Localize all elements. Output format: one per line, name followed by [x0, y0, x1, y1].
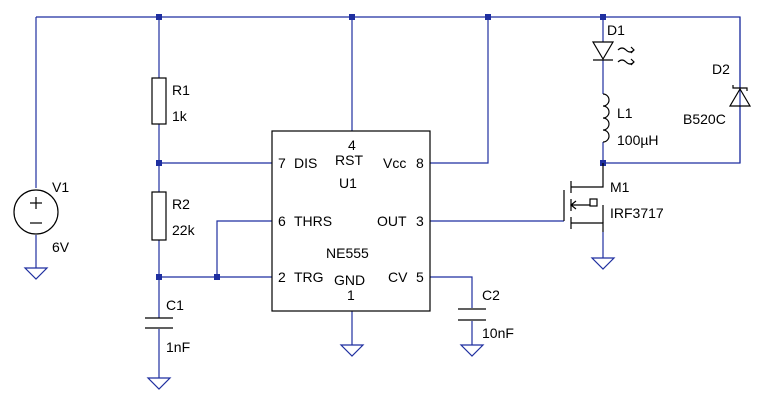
- r2-name-label: R2: [172, 196, 190, 212]
- u1-pin3-number: 3: [416, 213, 424, 229]
- u1-pin1-number: 1: [347, 287, 355, 303]
- u1-trg-label: TRG: [294, 269, 324, 285]
- u1-pin7-number: 7: [278, 155, 286, 171]
- v1-name-label: V1: [52, 179, 69, 195]
- m1-drain: [571, 163, 604, 188]
- ground-icon: [23, 267, 49, 280]
- d1-triangle: [591, 41, 615, 61]
- d2-cathode-bar: [732, 85, 748, 91]
- c1-value-label: 1nF: [166, 339, 190, 355]
- junction-dot: [156, 160, 162, 166]
- wires: [35, 16, 741, 378]
- u1-gnd-label: GND: [334, 272, 365, 288]
- r1-name-label: R1: [172, 82, 190, 98]
- ground-icon: [459, 344, 485, 357]
- u1-name-label: U1: [339, 175, 357, 191]
- u1-pin8-number: 8: [416, 155, 424, 171]
- u1-cv-label: CV: [388, 269, 408, 285]
- l1-inductor: L1 100µH: [602, 93, 659, 148]
- ground-icon: [146, 377, 172, 390]
- u1-pin2-number: 2: [278, 269, 286, 285]
- m1-diode-box: [589, 198, 598, 207]
- junction-dot: [485, 14, 491, 20]
- r1-body: [151, 77, 167, 125]
- v1-value-label: 6V: [52, 239, 70, 255]
- d2-part-label: B520C: [683, 111, 726, 127]
- m1-mosfet: M1 IRF3717: [563, 163, 664, 232]
- v1-body: [13, 189, 59, 235]
- c1-capacitor: C1 1nF: [145, 297, 190, 355]
- c2-name-label: C2: [482, 287, 500, 303]
- u1-part-label: NE555: [326, 245, 369, 261]
- junction-dot: [156, 14, 162, 20]
- cv-wire: [430, 276, 473, 308]
- ground-symbols: [23, 257, 616, 390]
- d1-light-arrow-icon: [617, 46, 635, 54]
- d2-name-label: D2: [712, 61, 730, 77]
- u1-rst-label: RST: [335, 152, 363, 168]
- junctions: [156, 14, 606, 280]
- r1-resistor: R1 1k: [151, 77, 190, 125]
- junction-dot: [214, 274, 220, 280]
- ground-icon: [590, 257, 616, 270]
- u1-pin6-number: 6: [278, 213, 286, 229]
- v1-source: V1 6V: [13, 179, 70, 255]
- thrs-wire: [216, 220, 272, 277]
- m1-source: [571, 222, 604, 232]
- junction-dot: [349, 14, 355, 20]
- d2-diode: D2 B520C: [683, 17, 752, 163]
- l1-name-label: L1: [617, 105, 633, 121]
- d1-light-arrow-icon: [617, 58, 635, 66]
- u1-pin5-number: 5: [416, 269, 424, 285]
- c1-name-label: C1: [166, 297, 184, 313]
- r2-value-label: 22k: [172, 222, 196, 238]
- r2-resistor: R2 22k: [151, 191, 196, 241]
- u1-thrs-label: THRS: [294, 213, 332, 229]
- d2-triangle: [728, 87, 752, 107]
- vcc-wire: [430, 17, 489, 164]
- u1-pin4-number: 4: [348, 137, 356, 153]
- r1-value-label: 1k: [172, 108, 188, 124]
- u1-out-label: OUT: [377, 213, 407, 229]
- c2-value-label: 10nF: [482, 325, 514, 341]
- m1-name-label: M1: [610, 179, 630, 195]
- c2-capacitor: C2 10nF: [458, 287, 514, 341]
- d1-led: D1: [591, 22, 635, 66]
- m1-arrow-icon: [570, 200, 590, 210]
- ground-icon: [339, 344, 365, 357]
- junction-dot: [156, 274, 162, 280]
- u1-vcc-label: Vcc: [383, 155, 406, 171]
- l1-coil: [602, 93, 610, 143]
- d1-name-label: D1: [607, 22, 625, 38]
- r2-body: [151, 191, 167, 241]
- u1-body: [271, 130, 431, 312]
- m1-part-label: IRF3717: [610, 205, 664, 221]
- u1-ne555: 4 RST U1 Vcc 8 7 DIS 6 THRS OUT 3 NE555 …: [271, 130, 431, 312]
- u1-dis-label: DIS: [294, 155, 317, 171]
- junction-dot: [600, 14, 606, 20]
- l1-value-label: 100µH: [617, 132, 659, 148]
